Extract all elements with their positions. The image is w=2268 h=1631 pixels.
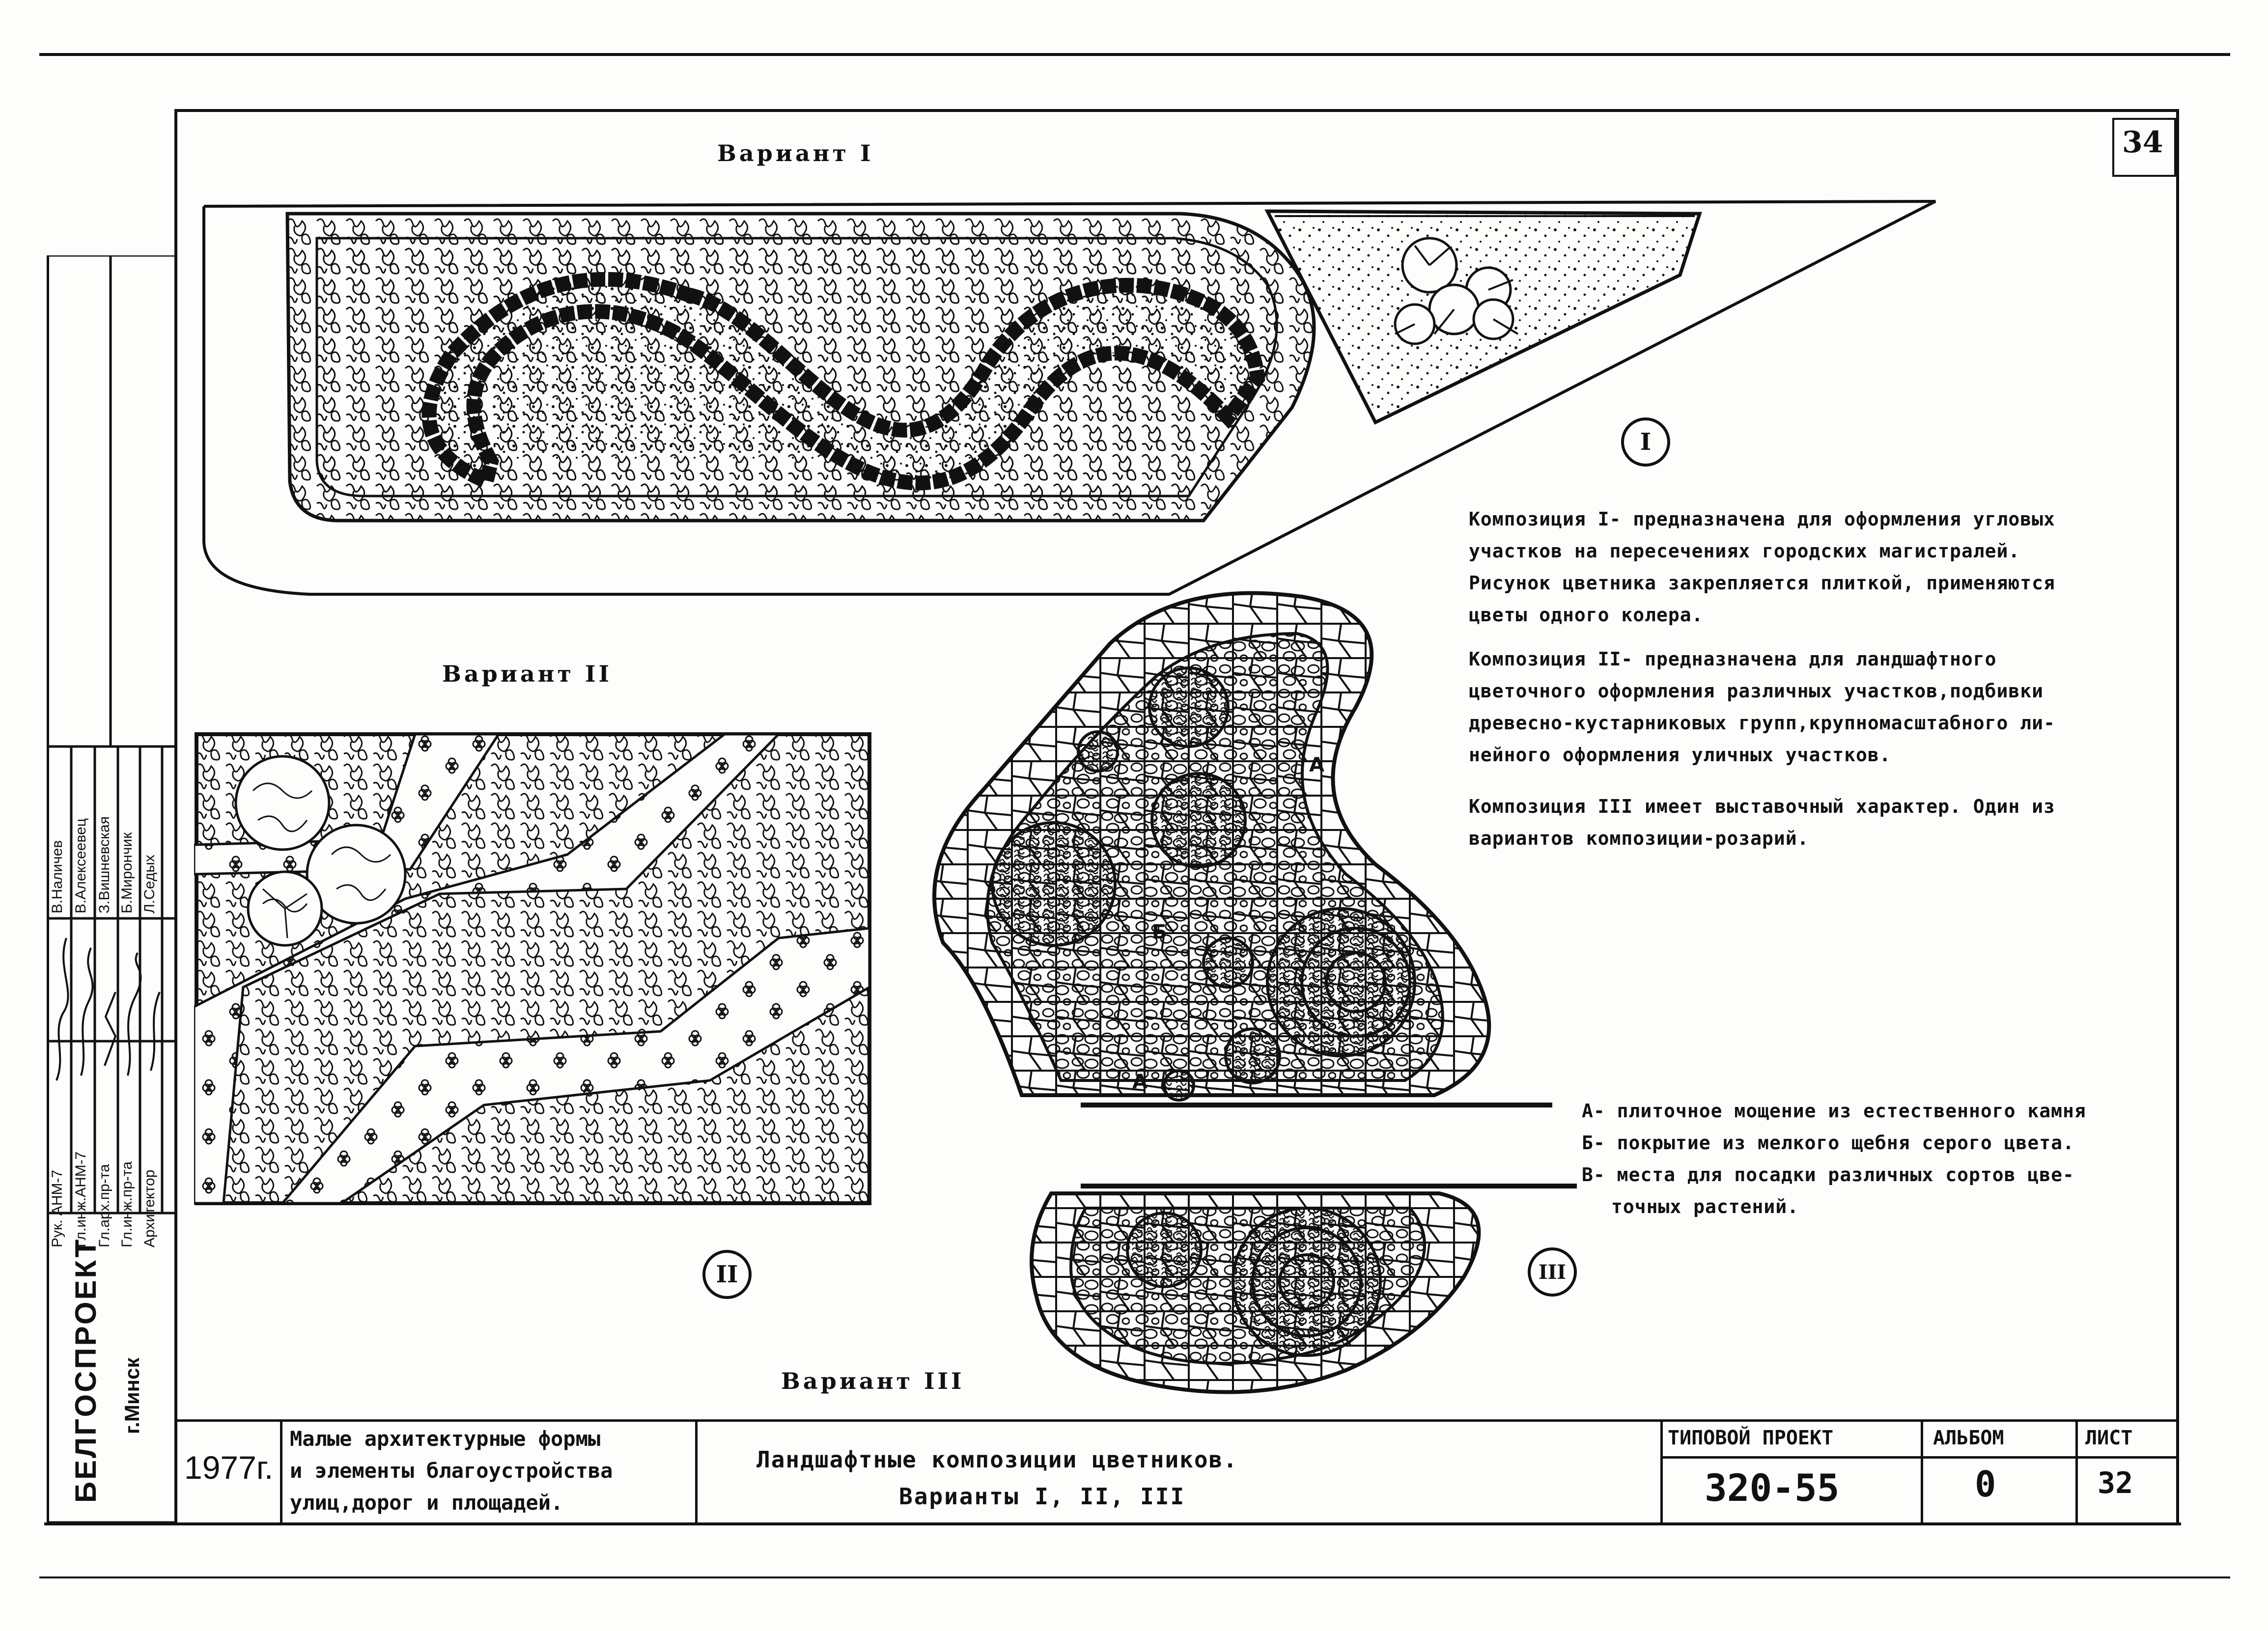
sheet-number-top: 34: [2122, 125, 2163, 160]
frame-right: [2176, 109, 2179, 1523]
variant-1-title: Вариант I: [717, 140, 874, 166]
subject-line-1: Малые архитектурные формы: [290, 1427, 601, 1451]
desc-line-6: цветочного оформления различных участков…: [1469, 680, 2044, 702]
variant-1-plan: [202, 200, 1936, 596]
project-label: ТИПОВОЙ ПРОЕКТ: [1668, 1427, 1834, 1449]
variant-2-marker: II: [702, 1250, 752, 1299]
role-1: Рук. АНМ-7: [49, 1169, 65, 1247]
city-name: г.Минск: [120, 1357, 143, 1434]
sheet-value: 32: [2098, 1466, 2133, 1500]
subject-cell: [280, 1419, 698, 1525]
signatures: [56, 938, 161, 1081]
role-2: Гл.инж.АНМ-7: [73, 1151, 89, 1247]
name-3: З.Вишневская: [96, 816, 112, 913]
legend-line-3: В- места для посадки различных сортов цв…: [1582, 1164, 2074, 1186]
title-block-header-rule: [1660, 1456, 2179, 1459]
desc-line-7: древесно-кустарниковых групп,крупномасшт…: [1469, 712, 2055, 734]
frame-top: [174, 109, 2179, 112]
sheet-number-box: [2112, 118, 2176, 177]
year: 1977г.: [184, 1449, 274, 1486]
name-4: Б.Мирончик: [119, 832, 135, 913]
label-a-lower: А: [1132, 1071, 1148, 1093]
sheet-title-line-1: Ландшафтные композиции цветников.: [756, 1446, 1238, 1473]
desc-line-9: Композиция III имеет выставочный характе…: [1469, 796, 2055, 817]
legend-line-4: точных растений.: [1611, 1196, 1799, 1217]
desc-line-3: Рисунок цветника закрепляется плиткой, п…: [1469, 572, 2055, 594]
variant-1-marker: I: [1621, 417, 1670, 467]
desc-line-8: нейного оформления уличных участков.: [1469, 744, 1891, 766]
variant-3-title: Вариант III: [781, 1368, 965, 1394]
bottom-rule: [39, 1576, 2230, 1578]
sheet-title-line-2: Варианты I, II, III: [899, 1483, 1186, 1510]
desc-line-5: Композиция II- предназначена для ландшаф…: [1469, 648, 1997, 670]
variant-2-plan: [194, 732, 871, 1205]
subject-line-2: и элементы благоустройства: [290, 1459, 613, 1483]
top-rule: [39, 53, 2230, 56]
desc-line-4: цветы одного колера.: [1469, 604, 1704, 626]
variant-3-marker: III: [1528, 1247, 1577, 1297]
subject-line-3: улиц,дорог и площадей.: [290, 1491, 563, 1515]
legend-line-1: А- плиточное мощение из естественного ка…: [1582, 1100, 2086, 1122]
variant-3-plan: [932, 591, 1577, 1394]
org-name: БЕЛГОСПРОЕКТ: [69, 1237, 102, 1503]
side-block-left: [47, 255, 49, 1522]
role-4: Гл.инж.пр-та: [119, 1161, 135, 1247]
project-number: 320-55: [1705, 1466, 1840, 1510]
label-b: Б: [1152, 921, 1167, 943]
role-3: Гл.арх.пр-та: [96, 1164, 112, 1247]
desc-line-10: вариантов композиции-розарий.: [1469, 828, 1809, 849]
name-2: В.Алексеевец: [73, 818, 89, 913]
desc-line-2: участков на пересечениях городских магис…: [1469, 540, 2020, 562]
sheet-label: ЛИСТ: [2085, 1427, 2133, 1449]
legend-line-2: Б- покрытие из мелкого щебня серого цвет…: [1582, 1132, 2074, 1154]
role-5: Архитектор: [141, 1169, 158, 1247]
album-value: 0: [1975, 1464, 1996, 1505]
name-1: В.Наличев: [49, 840, 65, 913]
sheet-cell: [2075, 1419, 2179, 1525]
label-a-upper: А: [1309, 754, 1324, 776]
frame-left: [174, 109, 177, 1523]
name-5: Л.Седых: [141, 855, 158, 913]
variant-2-title: Вариант II: [442, 661, 612, 687]
album-label: АЛЬБОМ: [1933, 1427, 2004, 1449]
desc-line-1: Композиция I- предназначена для оформлен…: [1469, 508, 2055, 530]
